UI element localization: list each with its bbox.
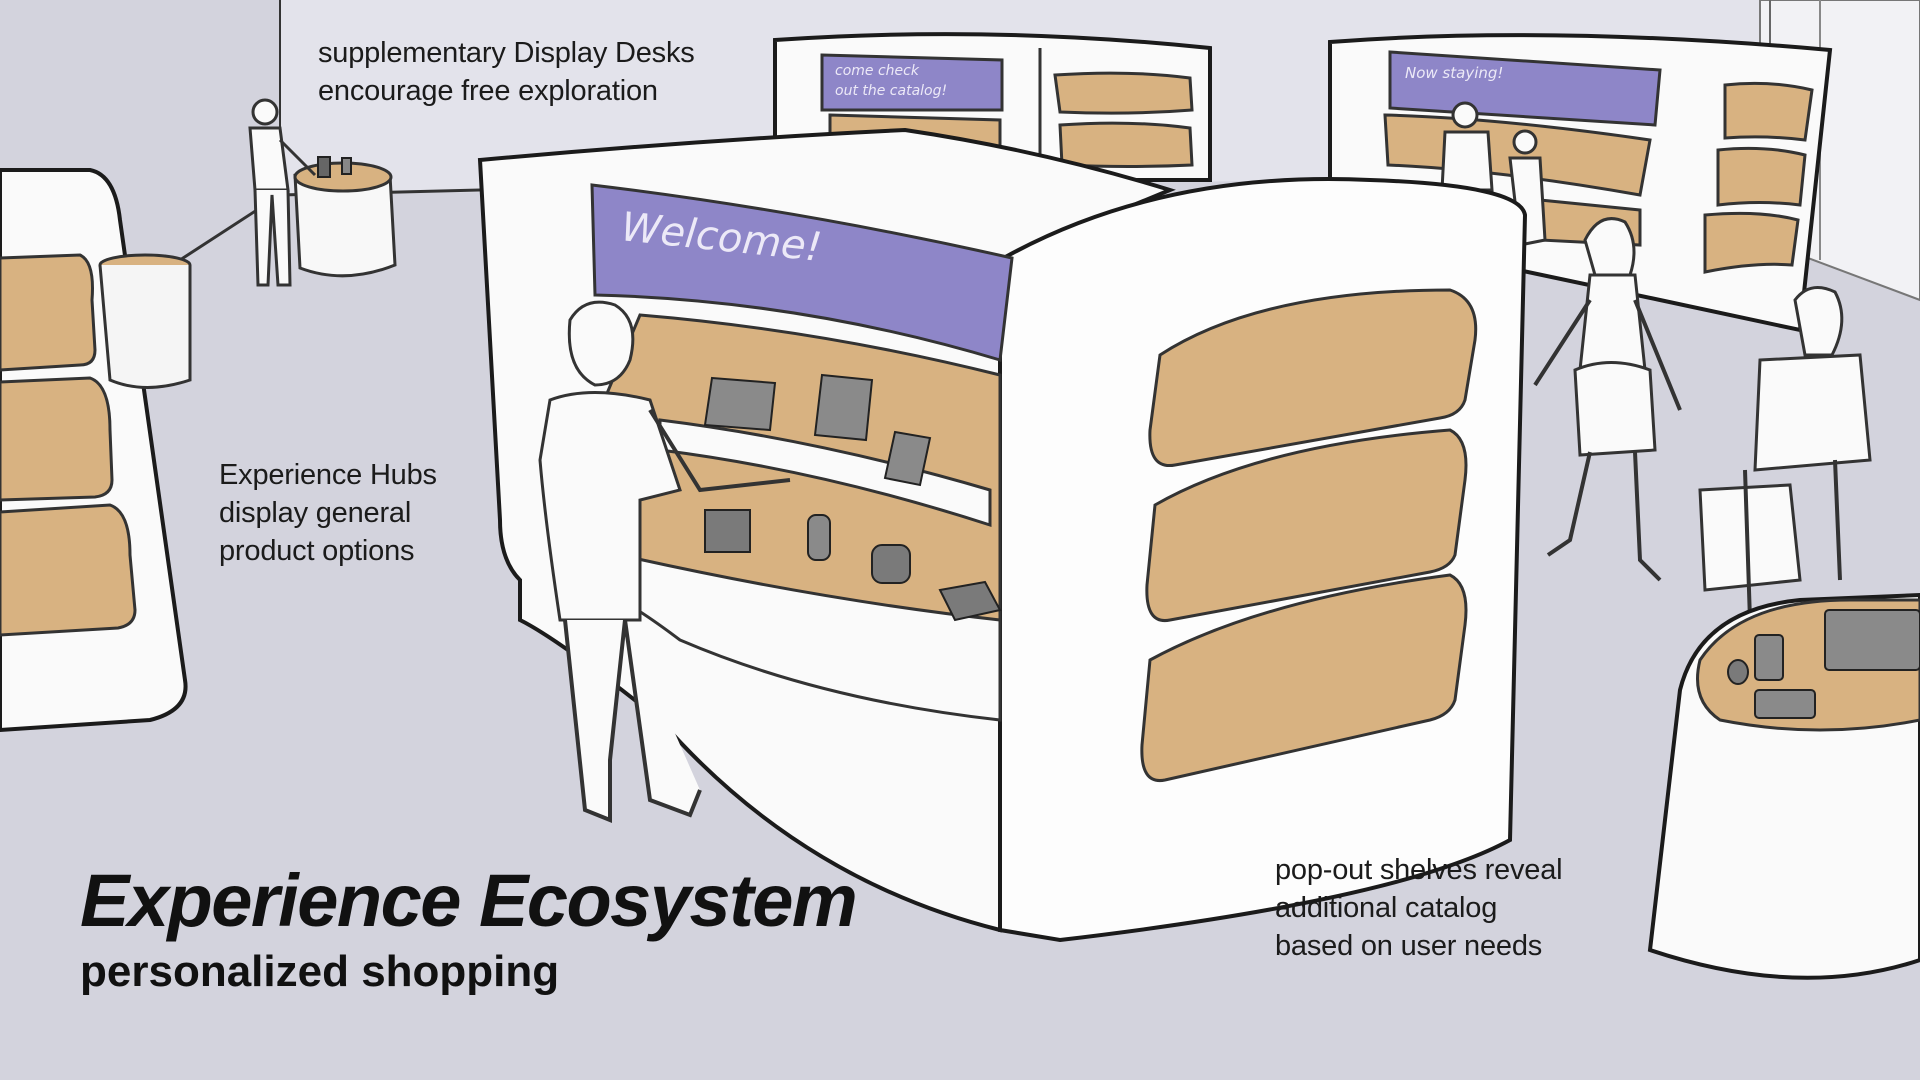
shopper-with-bag [1698, 286, 1872, 621]
caption-line: Experience Hubs [219, 459, 437, 491]
main-experience-hub: Welcome! [477, 127, 1528, 943]
caption-line: encourage free exploration [318, 75, 658, 107]
caption-line: pop-out shelves reveal [1275, 854, 1563, 886]
shopper-at-hub [538, 300, 791, 823]
page-title: Experience Ecosystem [80, 859, 858, 942]
caption-line: supplementary Display Desks [318, 37, 695, 69]
caption-line: additional catalog [1275, 892, 1498, 924]
caption-line: display general [219, 497, 412, 529]
shopper-walking [1533, 217, 1682, 582]
caption-line: product options [219, 535, 415, 567]
screen-text-back-left-2: out the catalog! [835, 83, 947, 99]
welcome-screen [590, 183, 1014, 362]
caption-experience-hubs: Experience Hubs display general product … [219, 456, 437, 570]
caption-display-desks: supplementary Display Desks encourage fr… [318, 34, 695, 110]
title-block: Experience Ecosystem personalized shoppi… [80, 858, 858, 998]
caption-pop-out-shelves: pop-out shelves reveal additional catalo… [1275, 851, 1563, 965]
screen-text-back-right: Now staying! [1405, 64, 1503, 82]
left-experience-hub [0, 168, 192, 733]
page-subtitle: personalized shopping [80, 947, 560, 996]
caption-line: based on user needs [1275, 930, 1543, 962]
display-desk-front-right [1647, 592, 1920, 980]
screen-text-back-left-1: come check [835, 63, 920, 79]
display-desk-back-left [248, 98, 397, 287]
back-center-hub: come check out the catalog! [773, 32, 1212, 182]
